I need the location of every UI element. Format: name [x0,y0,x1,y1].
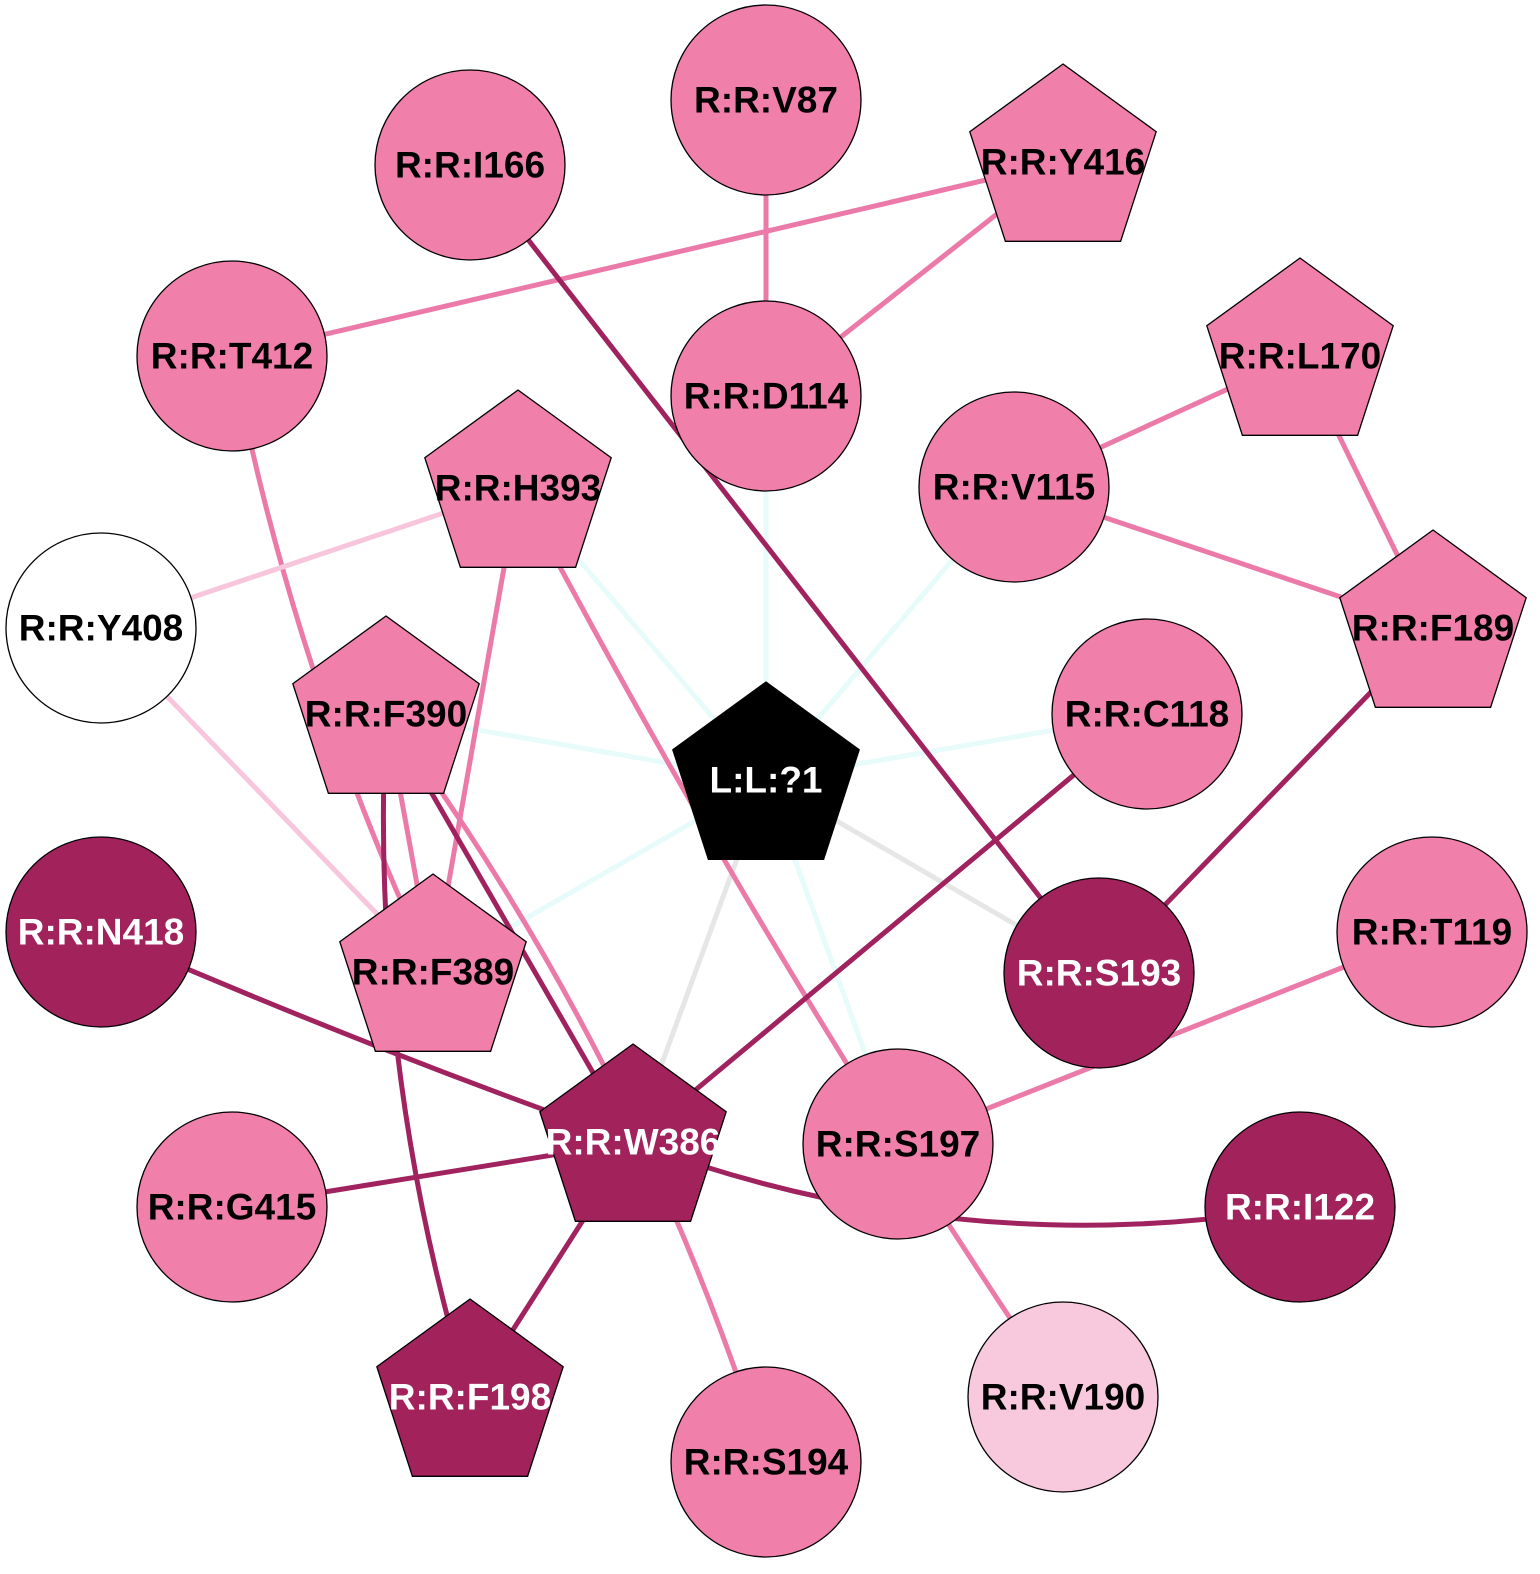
node-label: R:R:V190 [981,1377,1146,1418]
node-pentagon-shape [969,63,1157,242]
node-circle-shape [918,391,1110,583]
node-label: R:R:F390 [305,694,467,735]
node-pentagon-shape [672,681,860,860]
node-r-r-y408[interactable]: R:R:Y408 [5,532,197,724]
node-circle-shape [670,1366,862,1558]
node-label: R:R:V115 [933,467,1095,508]
node-pentagon-shape [376,1298,564,1477]
node-label: R:R:T412 [151,336,313,377]
node-r-r-s197[interactable]: R:R:S197 [802,1048,994,1240]
node-l-l-1[interactable]: L:L:?1 [672,681,860,860]
edge-r-r-f390-to-r-r-f198 [380,713,473,1398]
node-r-r-t412[interactable]: R:R:T412 [136,260,328,452]
node-circle-shape [136,260,328,452]
node-label: R:R:N418 [18,912,185,953]
node-pentagon-shape [1206,257,1394,436]
node-label: R:R:F189 [1352,608,1514,649]
node-r-r-f390[interactable]: R:R:F390 [292,615,480,794]
node-circle-shape [802,1048,994,1240]
node-label: R:R:F198 [389,1377,551,1418]
edge-r-r-h393-to-r-r-v190 [515,486,1066,1399]
node-r-r-c118[interactable]: R:R:C118 [1051,618,1243,810]
node-pentagon-shape [424,389,612,568]
node-r-r-f389[interactable]: R:R:F389 [339,873,527,1052]
node-label: R:R:G415 [148,1187,317,1228]
node-label: R:R:I166 [395,145,545,186]
node-label: R:R:S193 [1017,953,1182,994]
node-label: R:R:F389 [352,952,514,993]
node-r-r-h393[interactable]: R:R:H393 [424,389,612,568]
node-r-r-d114[interactable]: R:R:D114 [670,300,862,492]
node-circle-shape [374,69,566,261]
node-circle-shape [670,4,862,196]
node-r-r-s194[interactable]: R:R:S194 [670,1366,862,1558]
edge-r-r-c118-to-r-r-w386 [631,712,1149,1144]
node-circle-shape [1204,1111,1396,1303]
edge-r-r-w386-to-r-r-i122 [632,1139,1301,1228]
edge-r-r-y416-to-r-r-t412 [231,159,1064,359]
node-r-r-s193[interactable]: R:R:S193 [1003,877,1195,1069]
node-label: R:R:I122 [1225,1187,1375,1228]
node-circle-shape [5,836,197,1028]
node-r-r-f198[interactable]: R:R:F198 [376,1298,564,1477]
node-label: R:R:L170 [1219,336,1381,377]
node-label: R:R:T119 [1352,912,1512,953]
node-label: R:R:H393 [435,468,602,509]
node-circle-shape [1003,877,1195,1069]
node-circle-shape [670,300,862,492]
node-r-r-v190[interactable]: R:R:V190 [967,1301,1159,1493]
node-r-r-g415[interactable]: R:R:G415 [136,1111,328,1303]
node-r-r-v115[interactable]: R:R:V115 [918,391,1110,583]
node-pentagon-shape [292,615,480,794]
node-r-r-i122[interactable]: R:R:I122 [1204,1111,1396,1303]
node-r-r-y416[interactable]: R:R:Y416 [969,63,1157,242]
node-label: L:L:?1 [709,760,822,801]
node-label: R:R:Y416 [981,142,1146,183]
node-circle-shape [967,1301,1159,1493]
node-r-r-l170[interactable]: R:R:L170 [1206,257,1394,436]
node-label: R:R:W386 [546,1122,721,1163]
node-r-r-w386[interactable]: R:R:W386 [539,1043,727,1222]
node-circle-shape [1336,836,1528,1028]
node-label: R:R:S197 [816,1124,981,1165]
node-r-r-i166[interactable]: R:R:I166 [374,69,566,261]
node-pentagon-shape [539,1043,727,1222]
node-label: R:R:D114 [684,376,849,417]
node-r-r-f189[interactable]: R:R:F189 [1339,529,1527,708]
node-circle-shape [5,532,197,724]
node-circle-shape [1051,618,1243,810]
node-r-r-v87[interactable]: R:R:V87 [670,4,862,196]
node-r-r-t119[interactable]: R:R:T119 [1336,836,1528,1028]
node-pentagon-shape [1339,529,1527,708]
node-r-r-n418[interactable]: R:R:N418 [5,836,197,1028]
node-label: R:R:Y408 [19,608,184,649]
node-label: R:R:S194 [684,1442,849,1483]
node-label: R:R:V87 [694,80,838,121]
node-circle-shape [136,1111,328,1303]
node-pentagon-shape [339,873,527,1052]
node-label: R:R:C118 [1065,694,1230,735]
